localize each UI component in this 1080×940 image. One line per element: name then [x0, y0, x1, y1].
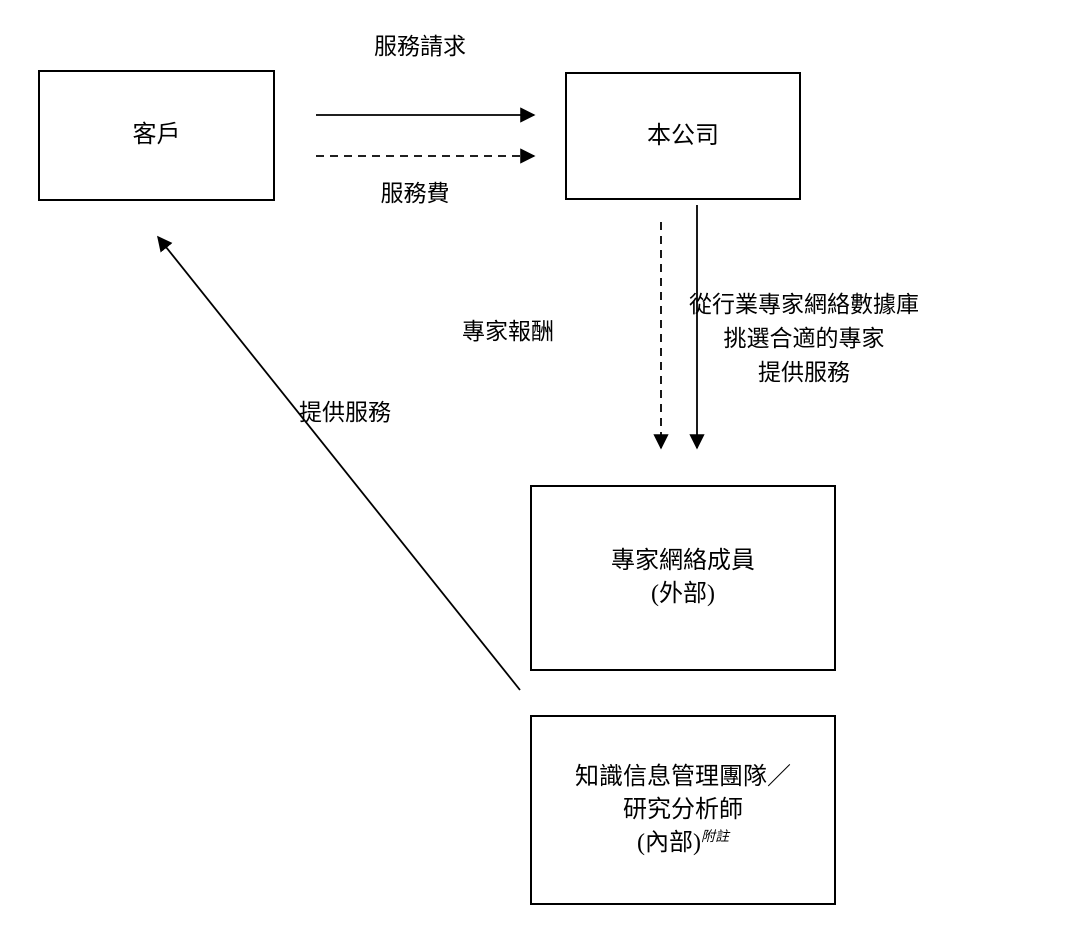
arrow-provide-services	[157, 235, 521, 691]
note-superscript: 附註	[700, 829, 729, 845]
label-select-experts: 從行業專家網絡數據庫 挑選合適的專家 提供服務	[658, 288, 950, 390]
node-customer-label: 客戶	[132, 122, 181, 148]
label-provide-services: 提供服務	[299, 400, 391, 425]
label-select-experts-line3: 提供服務	[758, 360, 850, 385]
label-service-request: 服務請求	[374, 34, 466, 59]
node-expert-network-line2: (外部)	[651, 581, 715, 607]
node-expert-network-line1: 專家網絡成員	[611, 548, 755, 574]
node-knowledge-team: 知識信息管理團隊／ 研究分析師 (內部)附註	[530, 715, 836, 905]
label-select-experts-line2: 挑選合適的專家	[723, 326, 885, 351]
node-expert-network: 專家網絡成員 (外部)	[530, 485, 836, 671]
node-customer: 客戶	[38, 70, 275, 201]
node-company-label: 本公司	[647, 122, 719, 149]
node-knowledge-team-line3: (內部)附註	[637, 827, 729, 860]
node-company: 本公司	[565, 72, 801, 200]
label-expert-remuneration: 專家報酬	[462, 319, 554, 344]
label-service-fee: 服務費	[380, 181, 450, 206]
node-knowledge-team-line1: 知識信息管理團隊／	[575, 763, 791, 790]
node-knowledge-team-internal: (內部)	[637, 829, 701, 856]
label-select-experts-line1: 從行業專家網絡數據庫	[689, 292, 919, 317]
node-knowledge-team-line2: 研究分析師	[623, 796, 743, 823]
